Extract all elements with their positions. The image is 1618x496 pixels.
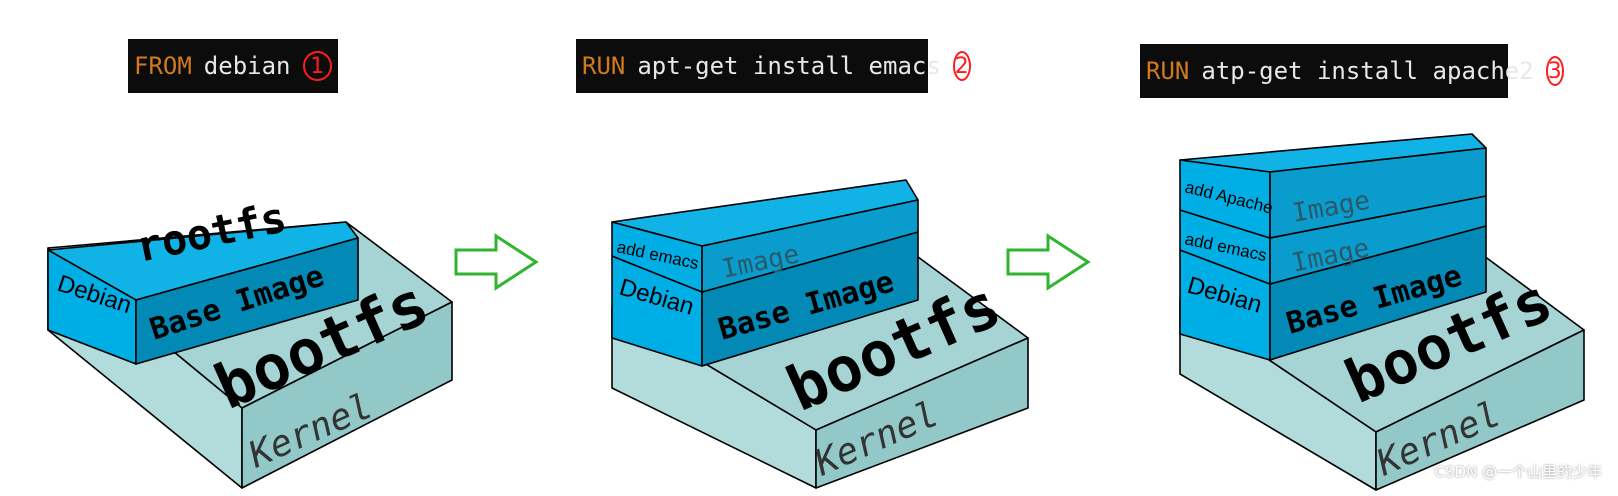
- command-keyword: FROM: [134, 52, 192, 80]
- kernel-side-face: [1375, 329, 1585, 491]
- apache-front-face: [1269, 147, 1487, 239]
- command-argument: apt-get install emacs: [637, 52, 941, 80]
- command-argument: atp-get install apache2: [1201, 57, 1534, 85]
- kernel-side-face: [815, 337, 1029, 489]
- emacs-front-face: [701, 199, 919, 293]
- command-run-apache: RUN atp-get install apache2 3: [1140, 44, 1564, 98]
- stack-1: Kernel bootfs Debian Base Image rootfs: [47, 192, 453, 489]
- command-argument: debian: [203, 52, 291, 80]
- watermark-text: CSDN @一个山里的少年: [1434, 463, 1602, 481]
- arrow-right-icon: [454, 233, 539, 291]
- step-number-badge: 2: [952, 51, 971, 81]
- command-run-emacs: RUN apt-get install emacs 2: [576, 39, 971, 93]
- stack-3: Kernel bootfs Debian Base Image add emac…: [1179, 133, 1585, 491]
- stack-2: Kernel bootfs Debian Base Image add emac…: [611, 179, 1029, 489]
- step-number-badge: 3: [1545, 56, 1564, 86]
- kernel-side-face: [241, 301, 453, 489]
- command-keyword: RUN: [1146, 57, 1190, 85]
- step-number-badge: 1: [302, 51, 332, 81]
- base-image-face: [135, 237, 359, 365]
- command-from-debian: FROM debian 1: [128, 39, 338, 93]
- arrow-right-icon: [1006, 233, 1091, 291]
- command-keyword: RUN: [582, 52, 626, 80]
